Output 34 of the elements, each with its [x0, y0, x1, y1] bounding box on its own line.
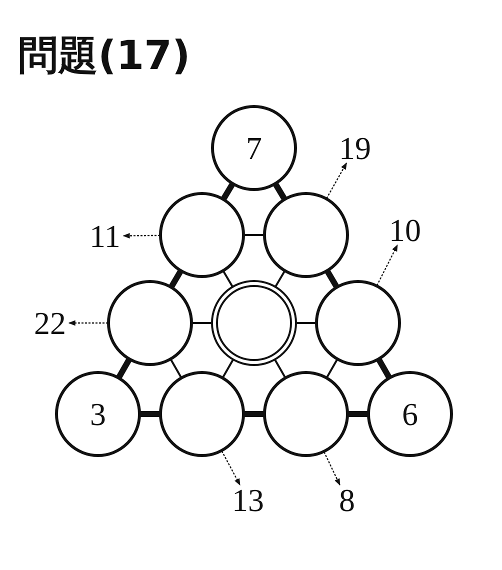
- sum-number: 11: [90, 218, 120, 254]
- sum-number: 22: [34, 305, 66, 341]
- connector-bar: [244, 234, 264, 236]
- connector-bar: [170, 358, 182, 378]
- connector-bar: [168, 270, 184, 288]
- connector-bar: [324, 270, 340, 288]
- dotted-arrow: [122, 232, 160, 239]
- dotted-arrow: [324, 452, 340, 486]
- sum-number: 8: [339, 482, 355, 518]
- connector-bar: [326, 358, 338, 378]
- connector-bar: [220, 182, 236, 200]
- puzzle-title: 問題(17): [18, 32, 190, 81]
- sum-number: 19: [339, 130, 371, 166]
- connector-bar: [222, 270, 234, 288]
- connector-bar: [192, 322, 212, 324]
- given-number: 6: [402, 396, 418, 432]
- connector-bar: [244, 411, 264, 417]
- dotted-arrow: [376, 244, 398, 286]
- given-number: 3: [90, 396, 106, 432]
- connector-bar: [222, 358, 234, 378]
- sum-number: 13: [232, 482, 264, 518]
- connector-bar: [272, 182, 288, 200]
- connector-bar: [274, 358, 286, 378]
- connector-bar: [348, 411, 368, 417]
- sum-number: 10: [389, 212, 421, 248]
- dotted-arrow: [68, 320, 108, 326]
- connector-bar: [140, 411, 160, 417]
- connector-bar: [376, 358, 392, 380]
- dotted-arrow: [326, 162, 348, 199]
- connector-bar: [296, 322, 316, 324]
- connector-bar: [116, 358, 132, 380]
- dotted-arrow: [221, 450, 240, 486]
- connector-bar: [274, 270, 286, 288]
- given-number: 7: [246, 130, 262, 166]
